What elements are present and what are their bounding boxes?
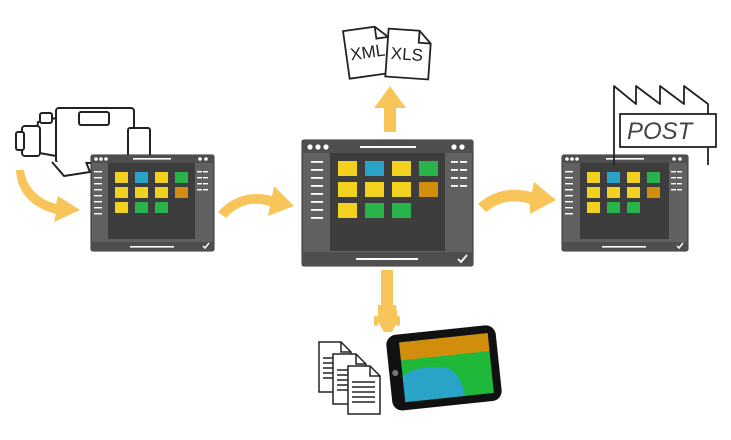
arrow-center-to-files: [374, 86, 406, 132]
documents-icon: [318, 341, 381, 415]
arrow-camera-to-left-window: [16, 170, 80, 222]
tablet-icon: [386, 325, 502, 411]
left-app-window: [90, 154, 215, 252]
pointing-hand-icon: [374, 270, 400, 332]
arrow-left-to-center: [218, 186, 294, 218]
center-app-window: [301, 139, 474, 267]
video-camera-icon: [15, 107, 151, 177]
xls-label: XLS: [390, 44, 423, 65]
post-label: POST: [627, 118, 695, 145]
factory-icon: POST: [613, 85, 717, 165]
right-app-window: [561, 154, 689, 252]
xml-label: XML: [349, 41, 386, 65]
xml-xls-files-icon: XML XLS: [341, 25, 432, 81]
arrow-center-to-right: [478, 182, 556, 214]
